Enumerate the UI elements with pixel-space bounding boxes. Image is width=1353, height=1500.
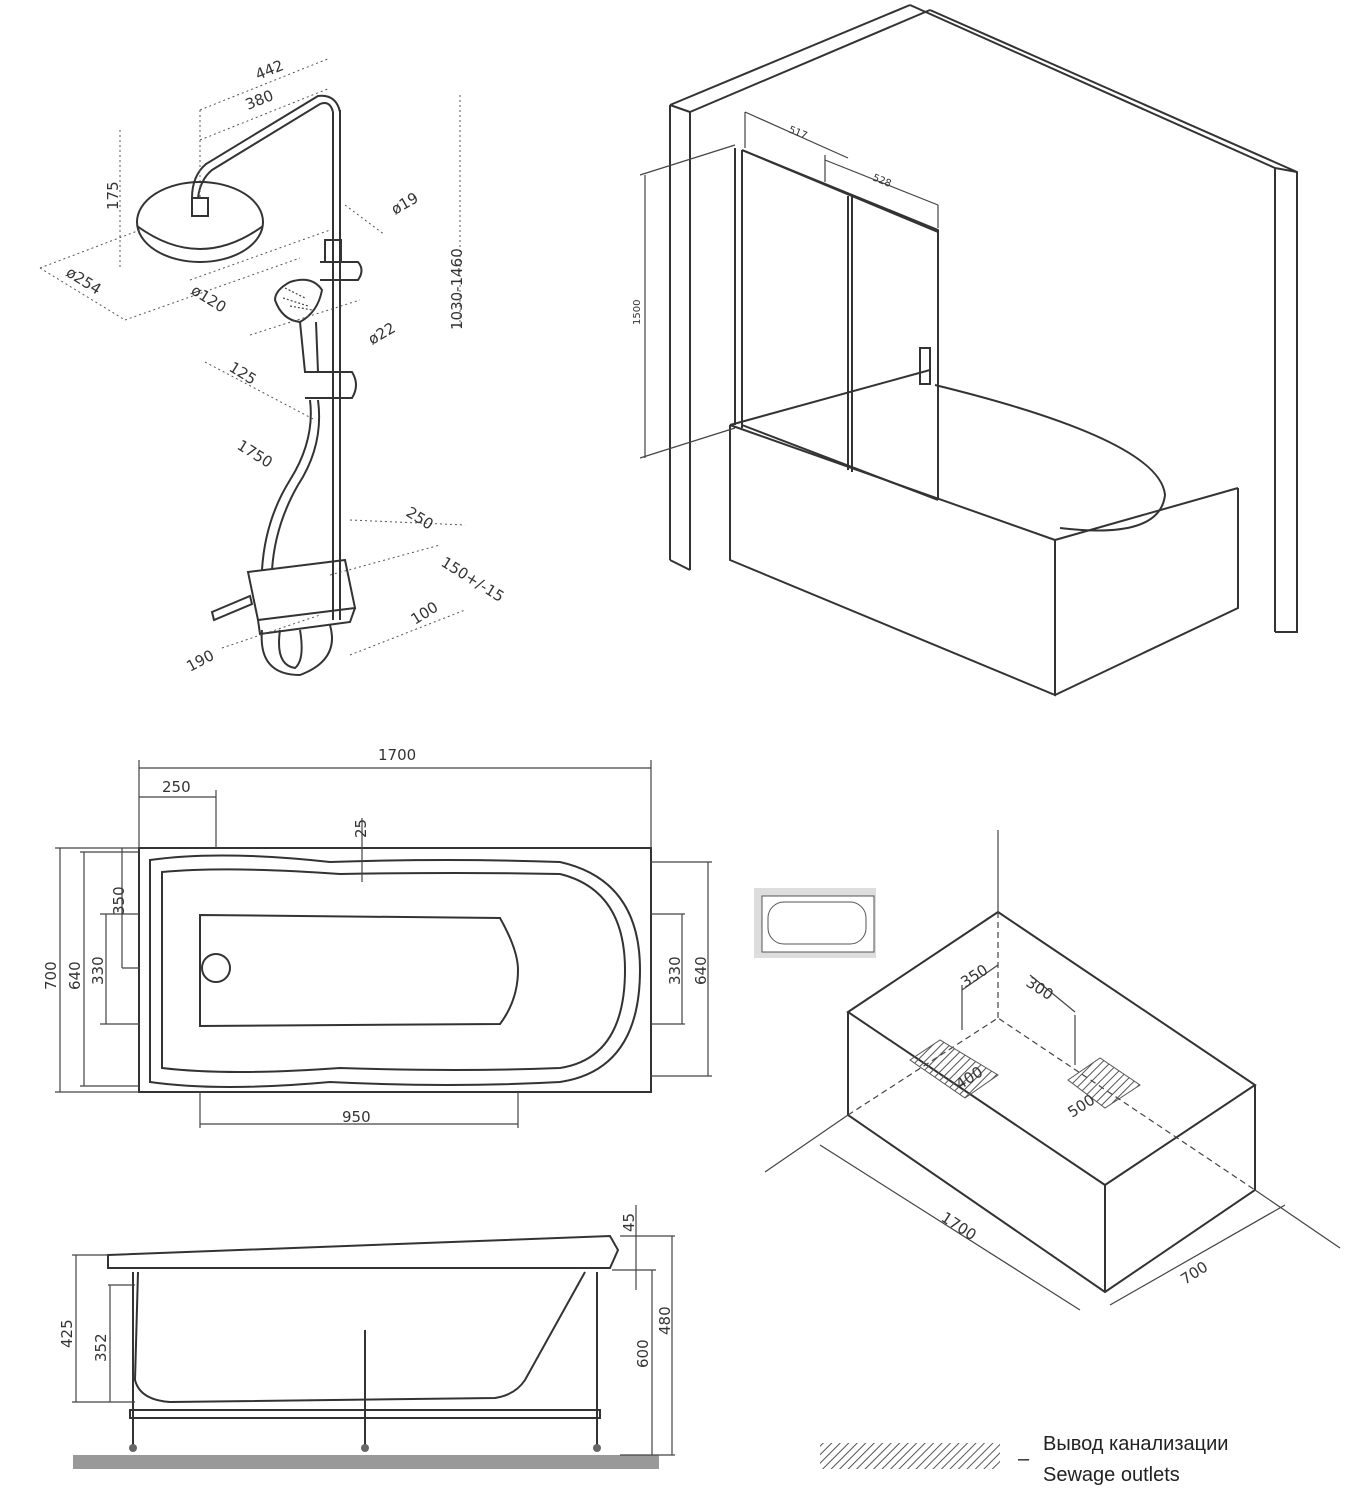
wall-back (909, 4, 1298, 633)
dim-shelf-depth: 250 (403, 503, 437, 533)
dim-panel-fixed: 517 (787, 125, 809, 142)
dim-height-range: 1030-1460 (448, 248, 466, 330)
dim-inner-width-right: 640 (692, 956, 710, 985)
bathtub-rim-outer (149, 854, 642, 1088)
dim-hand-diameter: ø120 (188, 281, 230, 316)
dim-pipe-diameter: ø19 (388, 189, 421, 219)
dim-inner-right: 330 (666, 956, 684, 985)
bathtub-outline (138, 847, 652, 1093)
bathtub-rim-side (107, 1234, 620, 1269)
dim-hand-offset: 125 (226, 358, 260, 388)
legend: – Вывод канализации Sewage outlets (820, 1433, 1228, 1486)
wall-left (669, 4, 931, 571)
legend-dash: – (1018, 1448, 1030, 1470)
legend-label-en: Sewage outlets (1043, 1464, 1180, 1486)
installation-iso-view: 350 300 400 500 1700 700 (754, 830, 1341, 1311)
dim-rim-offset: 25 (352, 819, 370, 838)
dim-bar-diameter: ø22 (365, 319, 398, 349)
sewage-outlet-2 (1067, 1057, 1141, 1109)
dim-drain-offset: 250 (162, 778, 191, 796)
dim-depth-inner: 352 (92, 1333, 110, 1362)
shower-dimension-lines (39, 57, 466, 656)
bath-screen-drawing: 517 528 1500 (632, 4, 1298, 697)
dim-height-rim: 480 (656, 1306, 674, 1335)
dim-install-width: 700 (1177, 1258, 1211, 1289)
dim-outlet2-x: 300 (1023, 973, 1057, 1004)
bathtub-floor (199, 913, 520, 1028)
dim-spout-length: 190 (183, 646, 217, 675)
dim-depth-total: 425 (58, 1319, 76, 1348)
dim-width: 700 (42, 961, 60, 990)
dim-inlet-spacing: 150+/-15 (438, 553, 508, 606)
hatch-swatch (820, 1443, 1000, 1469)
bathtub-rim (934, 384, 1167, 532)
dim-head-height: 175 (104, 181, 122, 210)
dim-head-diameter: ø254 (63, 263, 105, 298)
dim-inlet-offset: 100 (408, 598, 442, 628)
bathtub-side-view: 45 425 352 480 600 (58, 1205, 675, 1469)
floor (73, 1455, 659, 1469)
dim-length: 1700 (378, 746, 416, 764)
bathtub-shell (133, 1271, 586, 1404)
dim-floor-length: 950 (342, 1108, 371, 1126)
drain-hole-icon (201, 953, 231, 983)
hand-shower-head (273, 278, 324, 324)
shower-arm (197, 102, 334, 199)
dim-screen-height: 1500 (632, 300, 643, 325)
bathtub-box (846, 910, 1257, 1294)
dim-inner-width-left: 640 (66, 961, 84, 990)
glass-panel-sliding (847, 196, 853, 472)
thermostat-shelf (246, 558, 357, 622)
support-frame (129, 1409, 601, 1419)
shower-system-drawing: 442 380 175 ø19 ø254 ø120 ø22 125 1750 1… (39, 56, 508, 677)
dim-inner-left: 330 (89, 956, 107, 985)
dim-drain-y: 350 (110, 886, 128, 915)
top-rail (741, 149, 939, 233)
spout (210, 594, 254, 622)
mixer-handle (278, 629, 303, 670)
shower-hose (261, 399, 312, 571)
hand-holder (305, 371, 357, 399)
bathtub-body (729, 424, 1239, 697)
dim-hose-length: 1750 (234, 436, 276, 472)
dim-panel-sliding: 528 (871, 173, 893, 190)
glass-panel-fixed (734, 148, 939, 501)
support-legs (132, 1272, 598, 1445)
dim-rim: 45 (620, 1213, 638, 1232)
dim-arm-total: 442 (253, 56, 286, 83)
dim-height-total: 600 (634, 1339, 652, 1368)
door-handle (919, 347, 931, 385)
dim-install-length: 1700 (938, 1208, 980, 1244)
bathtub-plan-view: 1700 250 25 350 330 700 640 330 640 950 (42, 746, 712, 1128)
legend-label-ru: Вывод канализации (1043, 1433, 1228, 1455)
sewage-outlet-1 (909, 1039, 999, 1099)
